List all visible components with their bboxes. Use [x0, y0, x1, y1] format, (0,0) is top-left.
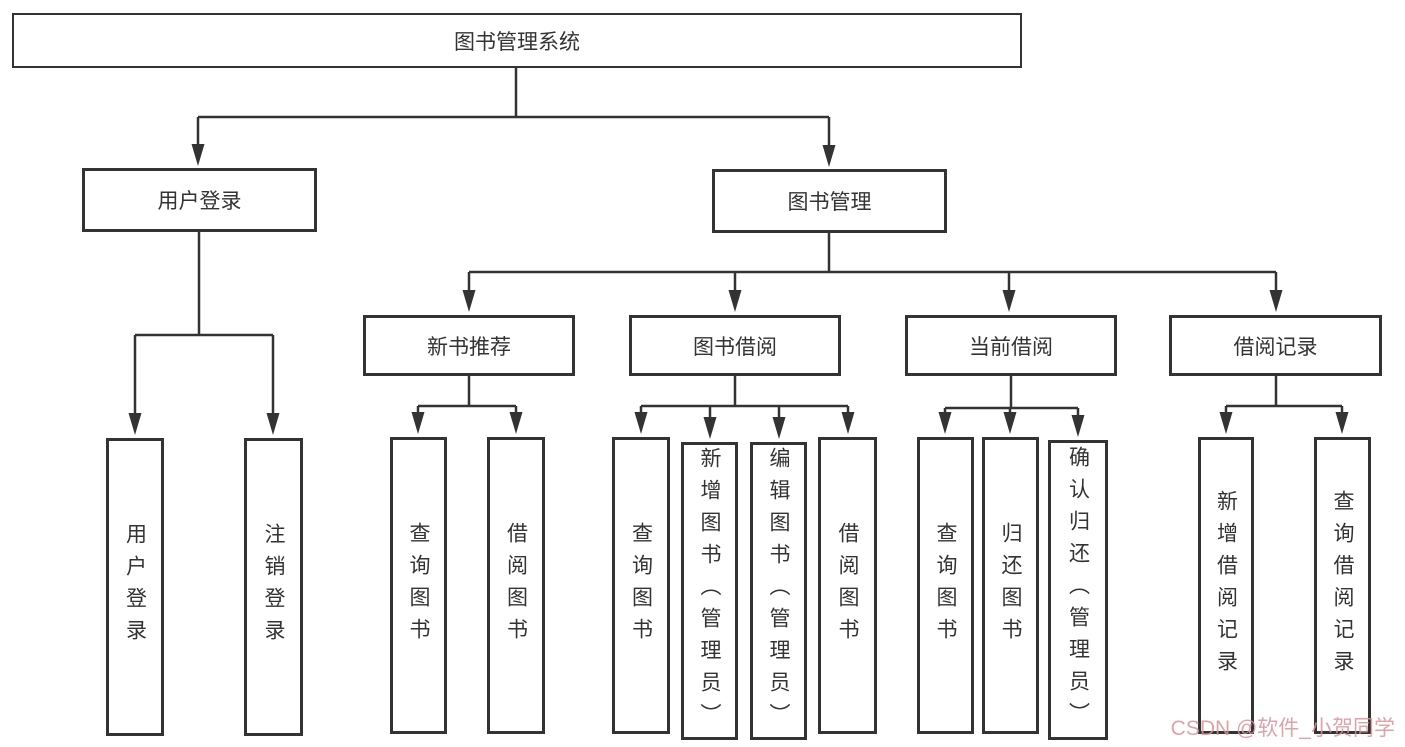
- leaf-current-confirm-return-admin: 确认归还（管理员）: [1048, 440, 1108, 740]
- leaf-logout: 注销登录: [244, 438, 303, 736]
- connector-records-to-leaves: [1219, 376, 1349, 434]
- leaf-user-login: 用户登录: [106, 438, 164, 736]
- node-book-borrow: 图书借阅: [629, 315, 841, 376]
- leaf-newrec-query-books: 查询图书: [390, 437, 447, 734]
- csdn-watermark: CSDN @软件_小贺同学: [1170, 717, 1395, 740]
- node-user-login: 用户登录: [82, 168, 317, 232]
- connector-userlogin-to-leaves: [128, 232, 280, 435]
- leaf-borrow-add-books-admin: 新增图书（管理员）: [681, 442, 738, 740]
- node-book-management: 图书管理: [712, 169, 947, 233]
- leaf-newrec-borrow-books: 借阅图书: [487, 437, 545, 734]
- connector-currentborrow-to-leaves: [938, 376, 1085, 437]
- node-borrow-records: 借阅记录: [1169, 315, 1382, 376]
- leaf-borrow-borrow-books: 借阅图书: [818, 437, 877, 734]
- connector-root-to-level2: [191, 68, 836, 167]
- connector-newbooks-to-leaves: [411, 376, 523, 434]
- connector-bookmgmt-to-level3: [462, 233, 1283, 312]
- leaf-current-query-books: 查询图书: [917, 437, 974, 734]
- leaf-records-query-record: 查询借阅记录: [1314, 437, 1371, 734]
- leaf-current-return-books: 归还图书: [982, 437, 1039, 734]
- leaf-borrow-edit-books-admin: 编辑图书（管理员）: [750, 442, 807, 740]
- node-current-borrow: 当前借阅: [905, 315, 1117, 376]
- connector-bookborrow-to-leaves: [634, 376, 855, 439]
- node-new-book-recommend: 新书推荐: [363, 315, 575, 376]
- node-root: 图书管理系统: [12, 13, 1022, 68]
- leaf-borrow-query-books: 查询图书: [612, 437, 670, 734]
- leaf-records-add-record: 新增借阅记录: [1198, 437, 1254, 734]
